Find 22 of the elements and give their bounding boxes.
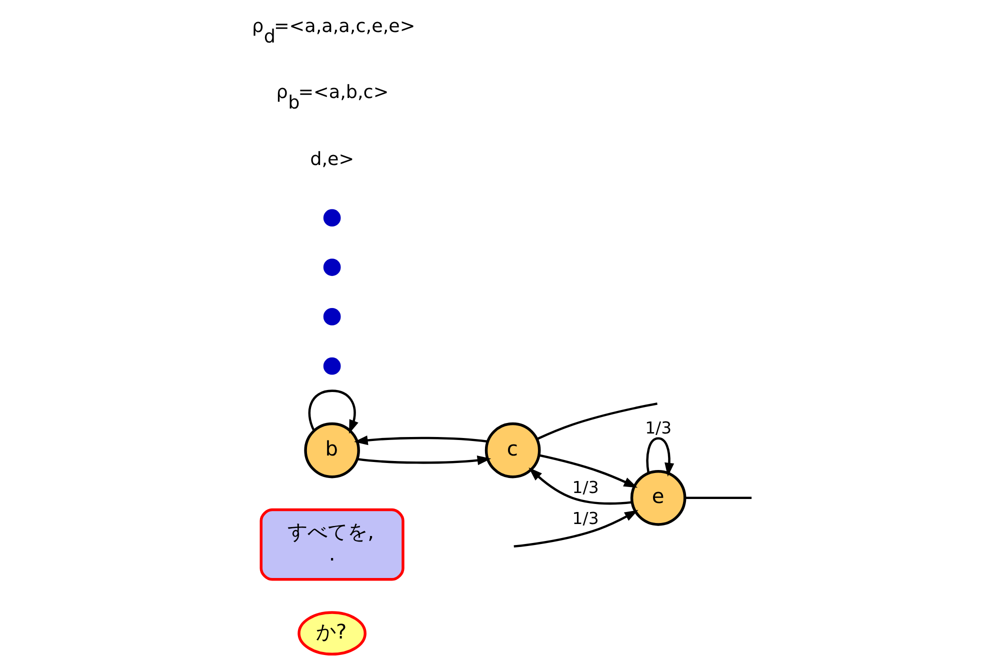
arrow: [528, 468, 632, 505]
node-circle: [322, 258, 340, 276]
arrow: [538, 454, 638, 488]
node-circle: [322, 308, 340, 326]
node-circle: c: [484, 422, 540, 478]
arrow: [308, 390, 358, 434]
arrow: [354, 436, 488, 446]
node-circle: b: [304, 422, 360, 478]
arrow: [356, 456, 491, 466]
arrow: [513, 510, 638, 548]
node-circle: e: [630, 470, 686, 526]
edge-label: 1/3: [572, 508, 598, 528]
connector: [684, 496, 752, 500]
arrow: [646, 437, 674, 477]
edge-label: 1/3: [572, 478, 598, 497]
node-box: すべてを, .: [259, 508, 404, 581]
node-circle: [322, 209, 340, 227]
label: d,e>: [310, 148, 354, 170]
node-circle: [322, 357, 340, 375]
node-ellipse: か?: [297, 611, 366, 656]
edge-label: 1/3: [644, 418, 672, 438]
connector: [536, 402, 657, 440]
